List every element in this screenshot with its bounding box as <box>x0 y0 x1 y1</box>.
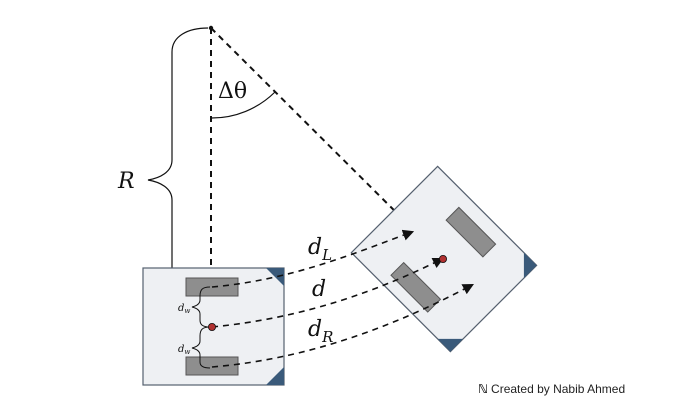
dw-bottom-label: dw <box>178 344 190 356</box>
initial-robot-corner-bottom-icon <box>266 367 284 385</box>
dw-brace-bottom <box>191 326 211 369</box>
right-wheel-path <box>211 283 474 368</box>
initial-center-point <box>207 322 216 331</box>
d-left-label: dL <box>308 235 332 264</box>
d-center-label: d <box>312 277 326 302</box>
final-robot-corner-top-icon <box>523 252 537 279</box>
delta-theta-arc <box>210 91 276 119</box>
initial-right-wheel <box>185 356 239 376</box>
final-robot-corner-bottom-icon <box>437 338 464 352</box>
radius-label: R <box>117 169 135 194</box>
left-wheel-path <box>211 229 415 288</box>
final-right-wheel <box>390 261 442 313</box>
final-center-point <box>438 254 447 263</box>
delta-theta-label: Δθ <box>218 79 247 104</box>
rotation-center-point <box>208 25 214 31</box>
n-logo-icon: ℕ <box>478 382 489 396</box>
dw-top-label: dw <box>178 303 190 315</box>
center-path <box>211 257 445 328</box>
dw-brace-top <box>191 286 211 328</box>
d-right-label: dR <box>308 317 333 346</box>
initial-robot-corner-top-icon <box>266 268 284 286</box>
credit-text: Created by Nabib Ahmed <box>491 382 626 396</box>
final-left-wheel <box>445 206 497 258</box>
